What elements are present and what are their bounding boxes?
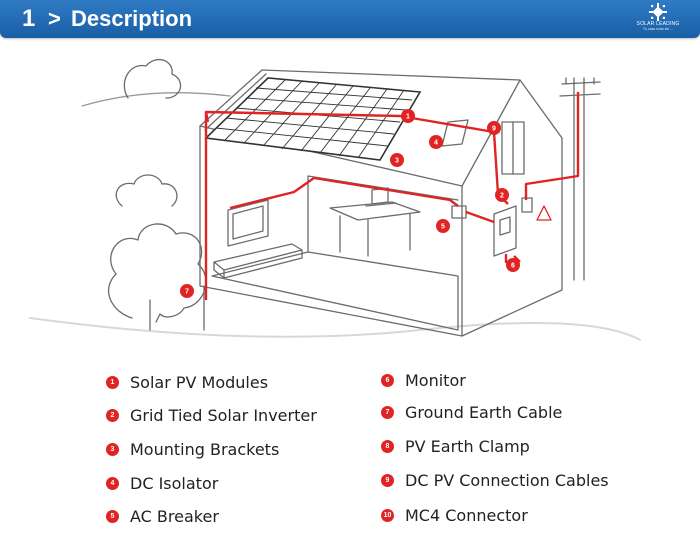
page-title: Description xyxy=(71,6,193,31)
legend-label: PV Earth Clamp xyxy=(405,436,530,456)
tv-bench xyxy=(213,243,303,279)
tree-left xyxy=(107,223,207,331)
utility-pole xyxy=(559,81,601,281)
callout-2-label: 2 xyxy=(500,193,504,200)
legend-item: 10 MC4 Connector xyxy=(381,503,528,527)
legend-item: 2 Grid Tied Solar Inverter xyxy=(106,403,317,427)
legend-item: 6 Monitor xyxy=(381,368,466,392)
legend-badge: 7 xyxy=(381,405,394,419)
pole-insulators xyxy=(565,77,595,85)
house-left-wall xyxy=(199,125,463,337)
solar-panel xyxy=(204,77,422,161)
legend-label: Monitor xyxy=(405,370,466,390)
legend-label: AC Breaker xyxy=(130,506,219,526)
callout-5: 5 xyxy=(436,219,450,233)
callout-6: 6 xyxy=(506,258,520,272)
callout-7: 7 xyxy=(180,284,194,298)
house-solar-diagram: 1 9 4 3 2 5 6 7 xyxy=(29,58,641,341)
legend-item: 3 Mounting Brackets xyxy=(106,437,279,461)
legend-label: Grid Tied Solar Inverter xyxy=(130,405,317,425)
legend-item: 9 DC PV Connection Cables xyxy=(381,468,609,492)
component-legend: 1 Solar PV Modules 2 Grid Tied Solar Inv… xyxy=(0,362,700,533)
callout-9: 9 xyxy=(487,121,501,135)
callout-4: 4 xyxy=(429,135,443,149)
callout-9-label: 9 xyxy=(492,126,496,133)
legend-item: 7 Ground Earth Cable xyxy=(381,400,562,424)
interior-floor xyxy=(211,251,459,331)
background-hill xyxy=(81,92,231,107)
tv-screen xyxy=(232,205,264,240)
legend-label: Mounting Brackets xyxy=(130,439,280,459)
callout-7-label: 7 xyxy=(185,289,189,296)
legend-label: Ground Earth Cable xyxy=(405,402,563,422)
callout-3: 3 xyxy=(390,153,404,167)
sun-logo-icon xyxy=(649,3,667,21)
ac-breaker-box xyxy=(451,205,467,219)
brand-tagline: Tu casa solar sin ... xyxy=(642,27,674,31)
brand-name: SOLAR LEADING xyxy=(636,21,680,27)
legend-badge: 1 xyxy=(106,375,119,389)
legend-badge: 9 xyxy=(381,473,394,487)
grid-cable xyxy=(524,92,580,200)
roof-edge xyxy=(204,73,267,131)
callout-4-label: 4 xyxy=(434,140,438,147)
legend-badge: 4 xyxy=(106,476,119,490)
skylight xyxy=(441,119,469,147)
callout-6-label: 6 xyxy=(511,263,515,270)
legend-item: 1 Solar PV Modules xyxy=(106,370,268,394)
tv xyxy=(227,199,269,247)
legend-badge: 6 xyxy=(381,373,394,387)
legend-item: 8 PV Earth Clamp xyxy=(381,434,530,458)
legend-label: Solar PV Modules xyxy=(130,372,269,392)
section-number: 1 xyxy=(22,5,36,32)
header-bar: 1 > Description SOLAR LEADING Tu casa so… xyxy=(0,0,700,38)
inverter xyxy=(493,205,517,257)
shrub-left xyxy=(115,174,178,207)
legend-item: 4 DC Isolator xyxy=(106,471,218,495)
legend-item: 5 AC Breaker xyxy=(106,504,219,528)
background-tree xyxy=(123,58,182,99)
legend-badge: 5 xyxy=(106,509,119,523)
chevron-right-icon: > xyxy=(48,6,61,31)
callout-1: 1 xyxy=(401,109,415,123)
legend-label: DC PV Connection Cables xyxy=(405,470,609,490)
callout-1-label: 1 xyxy=(406,114,410,121)
brand-logo: SOLAR LEADING Tu casa solar sin ... xyxy=(628,2,688,36)
ac-cable-interior xyxy=(229,176,459,210)
legend-badge: 8 xyxy=(381,439,394,453)
ac-cable-to-inverter xyxy=(465,210,495,224)
callout-5-label: 5 xyxy=(441,224,445,231)
callout-3-label: 3 xyxy=(395,158,399,165)
desk xyxy=(329,201,421,257)
legend-label: MC4 Connector xyxy=(405,505,528,525)
legend-label: DC Isolator xyxy=(130,473,219,493)
legend-badge: 10 xyxy=(381,508,394,522)
interior-back-wall xyxy=(307,175,459,253)
diagram-callouts: 1 9 4 3 2 5 6 7 xyxy=(180,109,520,298)
dc-isolator-box xyxy=(521,197,533,213)
warning-triangle xyxy=(536,205,552,221)
legend-badge: 3 xyxy=(106,442,119,456)
callout-2: 2 xyxy=(495,188,509,202)
legend-badge: 2 xyxy=(106,408,119,422)
ground-shadow xyxy=(29,317,641,341)
